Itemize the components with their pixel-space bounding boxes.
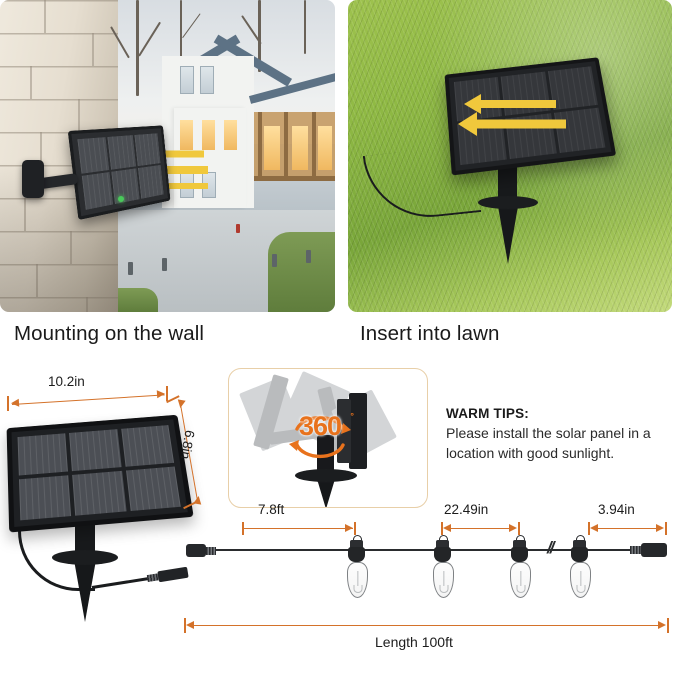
bulb-socket (571, 535, 588, 562)
photo-wall-mount (0, 0, 335, 312)
total-length-label: Length 100ft (375, 634, 453, 650)
dim-tick (518, 522, 520, 535)
bulb-socket (434, 535, 451, 562)
lead-length-label: 7.8ft (258, 502, 285, 517)
panel-width-label: 10.2in (48, 374, 85, 389)
dim-arrow-head (176, 399, 186, 409)
dim-tick (588, 522, 590, 535)
dim-arrow-head (156, 389, 166, 399)
tail-length-label: 3.94in (598, 502, 635, 517)
rotation-360-badge: 360 ° (283, 405, 357, 463)
photo-row (0, 0, 679, 312)
stake-collar (478, 196, 538, 209)
dim-tick (441, 522, 443, 535)
product-ground-spike (74, 560, 96, 622)
string-male-connector (630, 543, 667, 557)
light-bulb (433, 562, 454, 598)
led-indicator (118, 196, 124, 202)
caption-wall-mount: Mounting on the wall (14, 322, 205, 345)
dim-arrow-head (345, 524, 353, 532)
dim-arrow-head (443, 524, 451, 532)
bulb-socket (348, 535, 365, 562)
dim-arrow-head (10, 398, 20, 408)
card-ground-spike (317, 479, 335, 507)
dim-tick (166, 386, 168, 401)
dim-tick (7, 396, 9, 411)
ground-spike (498, 206, 518, 264)
rotation-arrow-icon (289, 415, 351, 459)
specs-section: 10.2in 6.8in (0, 368, 679, 684)
dim-line-total (192, 625, 660, 627)
dim-line (243, 528, 353, 530)
dim-line-width (11, 394, 165, 406)
bulb-spacing-label: 22.49in (444, 502, 489, 517)
dim-tick (242, 522, 244, 535)
dim-arrow-head (658, 621, 666, 629)
wire-break-symbol: // (547, 538, 555, 557)
rotation-illustration-card: 360 ° (228, 368, 428, 508)
wall-mounted-solar-panel (67, 125, 176, 221)
dim-tick (667, 618, 669, 633)
dim-arrow-head (186, 621, 194, 629)
dim-tick (184, 618, 186, 633)
product-stake-collar (52, 550, 118, 565)
dim-tick (354, 522, 356, 535)
degree-symbol: ° (350, 411, 354, 421)
dim-tick (665, 522, 667, 535)
warm-tips-title: WARM TIPS: (446, 406, 529, 421)
warm-tips-block: WARM TIPS: Please install the solar pane… (446, 406, 674, 464)
bulb-socket (511, 535, 528, 562)
dim-arrow-head (509, 524, 517, 532)
string-lights-diagram: // 7.8ft 22.49in 3.94in Length 100ft (0, 502, 679, 684)
dim-arrow-head (656, 524, 664, 532)
dim-line (596, 528, 658, 530)
card-stake-collar (295, 469, 357, 482)
light-bulb (570, 562, 591, 598)
wall-mount-base (22, 160, 44, 198)
photo-lawn-stake (348, 0, 672, 312)
house-background (110, 0, 335, 312)
string-female-connector (186, 544, 216, 557)
light-bulb (347, 562, 368, 598)
caption-lawn-stake: Insert into lawn (360, 322, 500, 345)
rotation-360-value: 360 (298, 411, 342, 441)
dim-arrow-head (590, 524, 598, 532)
string-wire (216, 549, 640, 552)
dim-arrow-head (193, 495, 203, 505)
warm-tips-body: Please install the solar panel in a loca… (446, 425, 651, 461)
dim-line (449, 528, 511, 530)
light-bulb (510, 562, 531, 598)
